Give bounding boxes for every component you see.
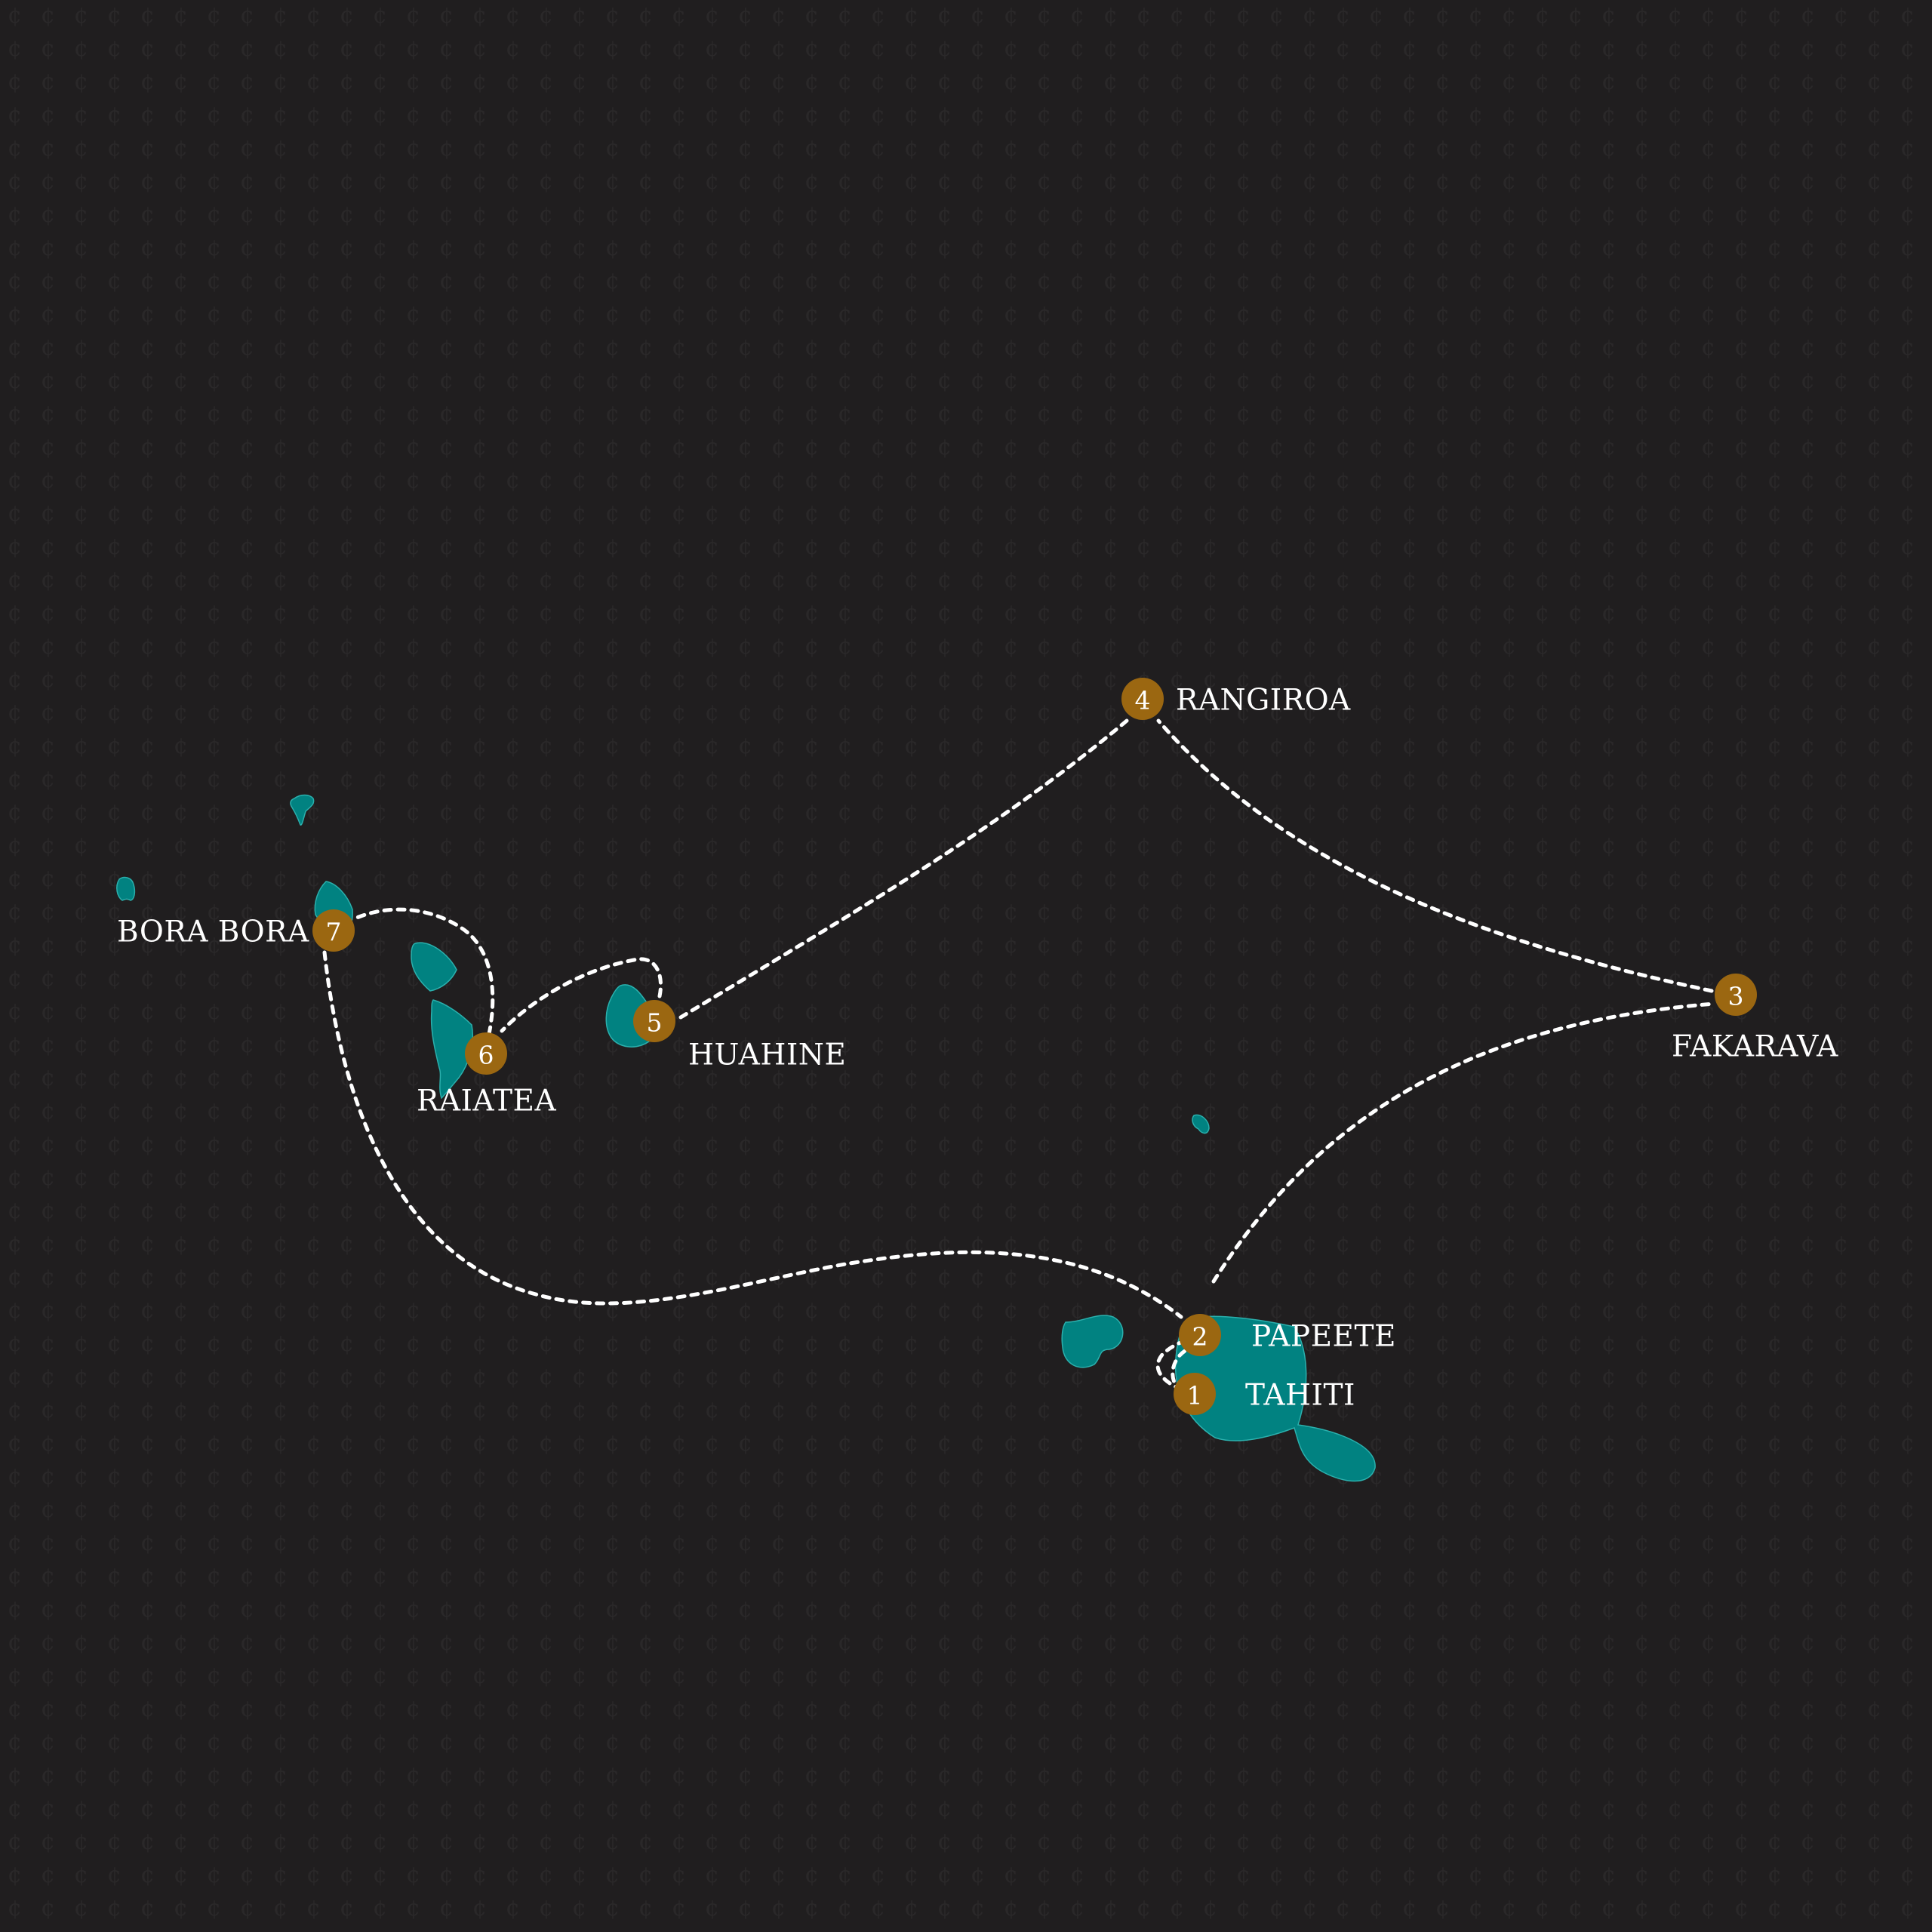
- stop-number-7: 7: [326, 918, 342, 947]
- stop-marker-6[interactable]: 6 RAIATEA: [417, 1032, 556, 1118]
- route-3-to-4: [1156, 718, 1714, 993]
- stop-number-1: 1: [1187, 1381, 1203, 1411]
- route-6-to-7: [351, 907, 495, 1036]
- stop-label-fakarava: FAKARAVA: [1672, 1030, 1838, 1064]
- stop-marker-1[interactable]: 1 TAHITI: [1174, 1373, 1355, 1415]
- island-tupai: [290, 794, 315, 826]
- stop-label-rangiroa: RANGIROA: [1176, 684, 1351, 718]
- island-maupiti: [116, 876, 136, 901]
- route-7-to-2: [322, 950, 1183, 1319]
- stop-number-6: 6: [478, 1041, 494, 1070]
- stop-number-4: 4: [1135, 686, 1151, 715]
- island-moorea: [1061, 1315, 1124, 1368]
- stop-label-huahine: HUAHINE: [688, 1038, 846, 1072]
- route: [322, 718, 1717, 1396]
- stop-number-5: 5: [647, 1008, 663, 1038]
- island-tetiaroa: [1192, 1114, 1210, 1134]
- route-2-to-3: [1211, 1001, 1717, 1284]
- stop-label-tahiti: TAHITI: [1245, 1379, 1355, 1413]
- stop-number-2: 2: [1192, 1322, 1208, 1352]
- islands: [116, 794, 1376, 1482]
- stop-label-papeete: PAPEETE: [1251, 1320, 1396, 1354]
- stop-marker-7[interactable]: 7 BORA BORA: [117, 909, 355, 952]
- route-5-to-6: [500, 957, 663, 1033]
- stop-marker-5[interactable]: 5 HUAHINE: [633, 1000, 846, 1072]
- stop-marker-4[interactable]: 4 RANGIROA: [1121, 678, 1351, 720]
- stop-marker-3[interactable]: 3 FAKARAVA: [1672, 974, 1838, 1064]
- island-tahaa: [411, 942, 457, 992]
- route-4-to-5: [678, 718, 1129, 1020]
- stop-marker-2[interactable]: 2 PAPEETE: [1179, 1314, 1396, 1356]
- stop-label-bora-bora: BORA BORA: [117, 915, 309, 949]
- stop-number-3: 3: [1728, 982, 1744, 1011]
- stop-label-raiatea: RAIATEA: [417, 1084, 556, 1118]
- island-raiatea: [430, 999, 474, 1100]
